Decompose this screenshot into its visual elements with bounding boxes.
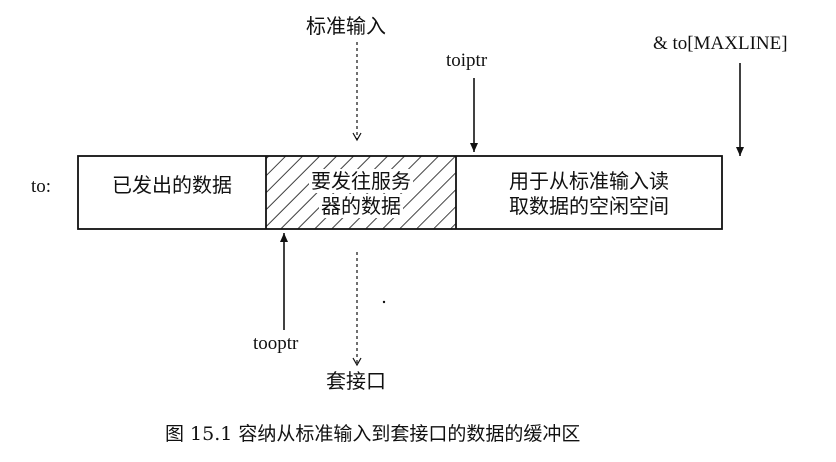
pending-segment-line: 器的数据 [319,194,403,218]
scan-speck [382,300,386,304]
figure-caption: 图 15.1 容纳从标准输入到套接口的数据的缓冲区 [165,423,581,445]
pending-segment-text: 要发往服务 器的数据 [266,169,456,219]
free-segment-text: 用于从标准输入读 取数据的空闲空间 [456,169,722,219]
to-label: to: [31,176,52,197]
toiptr-label: toiptr [446,50,488,71]
pending-segment-line: 要发往服务 [309,169,413,193]
stdin-label: 标准输入 [306,14,386,38]
sent-segment-line: 已发出的数据 [112,173,232,197]
socket-label: 套接口 [326,369,386,393]
tooptr-label: tooptr [253,333,299,354]
free-segment-line: 用于从标准输入读 [509,169,669,193]
maxline-label: & to[MAXLINE] [653,33,788,54]
free-segment-line: 取数据的空闲空间 [509,194,669,218]
sent-segment-text: 已发出的数据 [78,173,266,198]
